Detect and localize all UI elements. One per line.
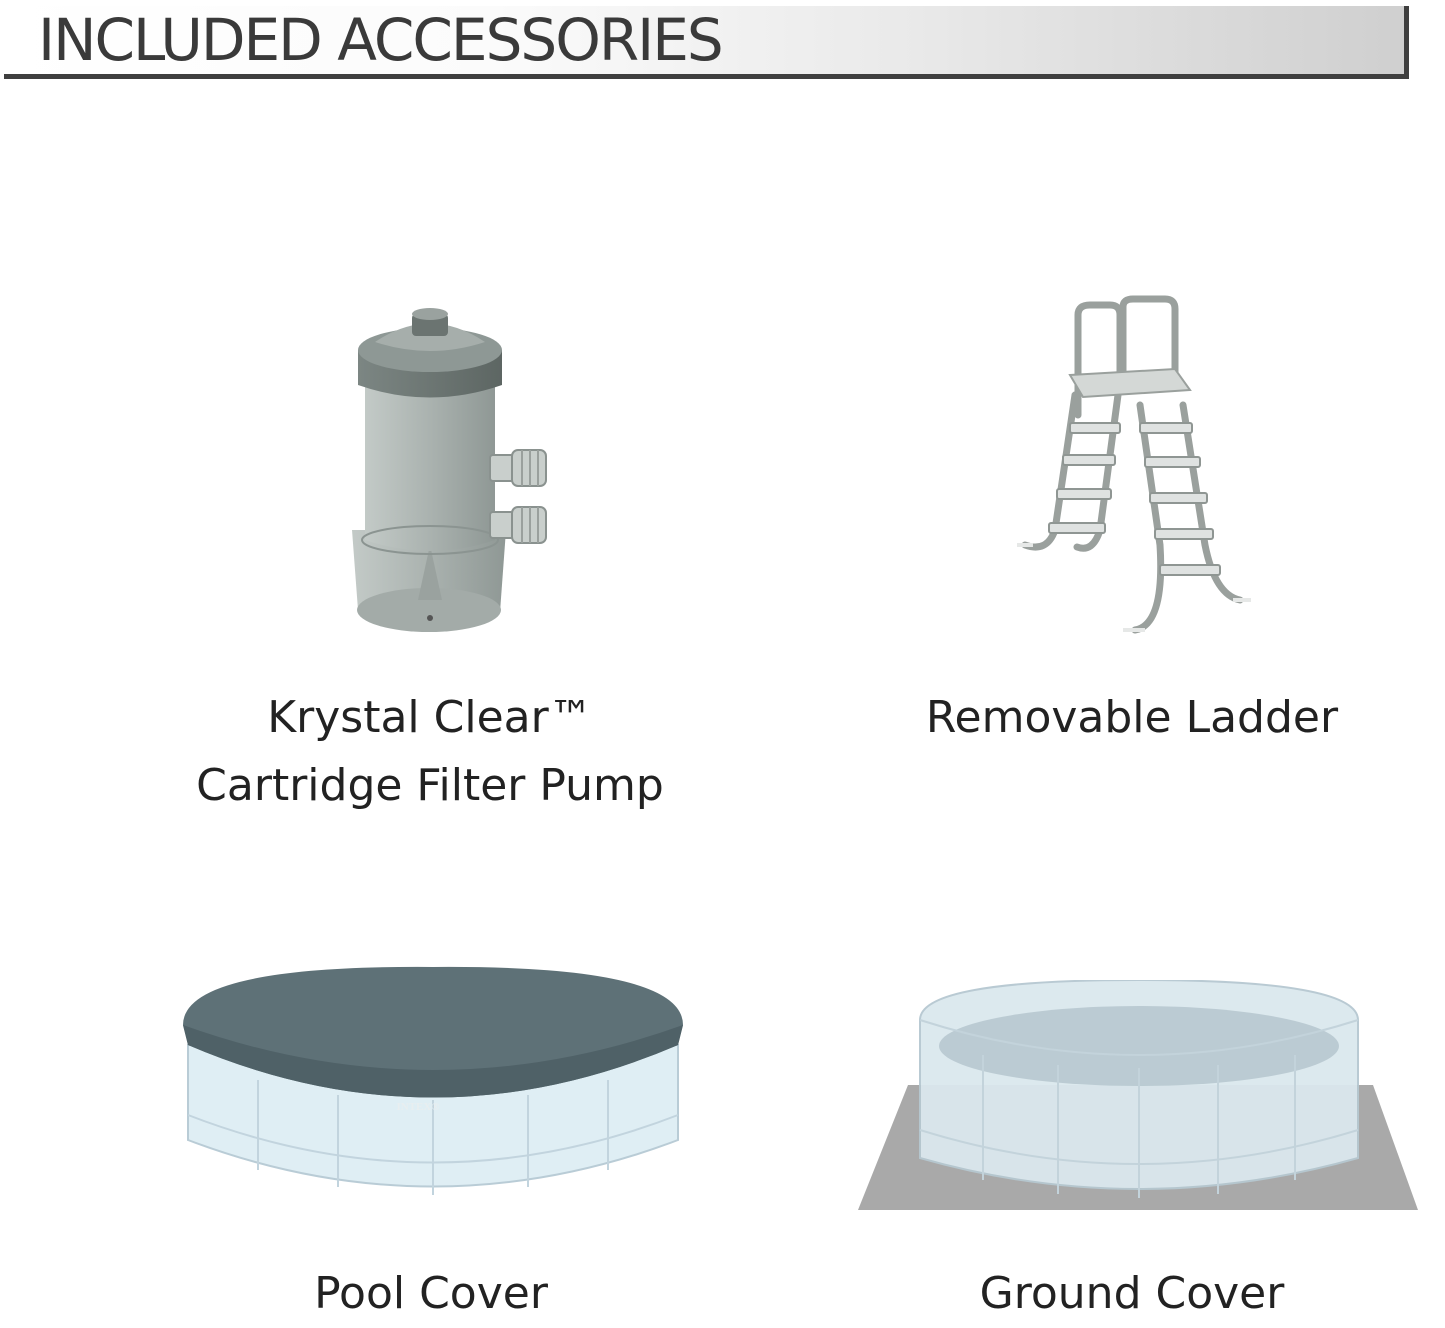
pool-cover-image: INTEX®	[178, 965, 688, 1210]
filter-pump-image	[330, 300, 570, 650]
banner-right-rule	[1404, 6, 1409, 78]
pool-cover-caption: Pool Cover	[131, 1260, 731, 1328]
filter-pump-caption: Krystal Clear™ Cartridge Filter Pump	[130, 684, 730, 820]
ladder-caption-line1: Removable Ladder	[925, 692, 1339, 743]
banner-bottom-rule	[4, 74, 1409, 79]
intex-logo: INTEX®	[396, 1101, 439, 1113]
header-banner: INCLUDED ACCESSORIES	[4, 0, 1409, 79]
filter-pump-caption-line2: Cartridge Filter Pump	[196, 760, 664, 811]
ground-cover-icon	[858, 980, 1418, 1210]
ladder-image	[1015, 295, 1255, 640]
page-title: INCLUDED ACCESSORIES	[38, 6, 724, 74]
ladder-caption: Removable Ladder	[832, 684, 1432, 752]
filter-pump-caption-line1: Krystal Clear™	[267, 692, 593, 743]
ground-cover-caption-line1: Ground Cover	[979, 1268, 1285, 1319]
ground-cover-caption: Ground Cover	[832, 1260, 1432, 1328]
banner-gradient	[4, 6, 1409, 74]
pool-cover-caption-line1: Pool Cover	[314, 1268, 548, 1319]
ground-cover-image	[858, 980, 1418, 1215]
filter-pump-icon	[352, 308, 547, 632]
pool-cover-icon: INTEX®	[183, 966, 683, 1195]
ladder-icon	[1017, 295, 1251, 634]
